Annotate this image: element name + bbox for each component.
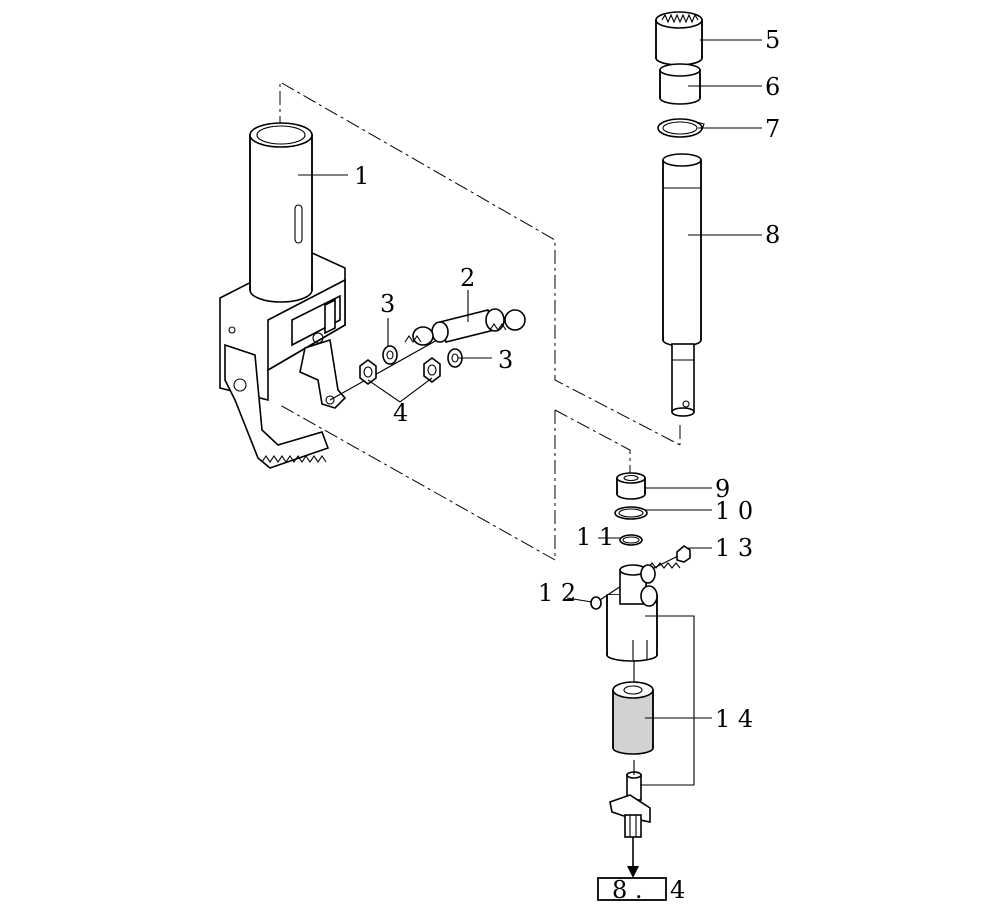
callout-8: 8 [765, 221, 780, 249]
part-13-bolt [645, 544, 691, 573]
callout-11: 1 1 [576, 523, 614, 551]
reference-box: 8 . 4 [597, 876, 685, 904]
reference-page-number: 4 [670, 876, 685, 904]
callout-2: 2 [460, 264, 475, 292]
callout-9: 9 [715, 475, 730, 503]
callout-7: 7 [765, 115, 780, 143]
callout-labels: 1 2 3 3 4 5 6 7 8 9 1 0 1 1 1 2 1 3 1 4 [354, 26, 780, 733]
callout-3-lower: 3 [498, 346, 513, 374]
callout-3-upper: 3 [380, 290, 395, 318]
part-11-ring [619, 534, 643, 546]
part-8-shaft [662, 153, 702, 417]
part-9-collar [616, 472, 646, 500]
part-5-knob [655, 11, 703, 66]
leader-lines [298, 39, 762, 786]
callout-13: 1 3 [715, 534, 753, 562]
callout-5: 5 [765, 26, 780, 54]
callout-1: 1 [354, 162, 369, 190]
part-14-coupling [606, 564, 658, 838]
part-6-bushing [659, 63, 701, 105]
assembly-guide-lines [279, 81, 681, 590]
part-4-nuts [359, 357, 441, 385]
callout-12: 1 2 [538, 579, 576, 607]
reference-box-text: 8 . [612, 876, 643, 904]
part-2-ball-joint-rod [329, 308, 526, 401]
part-10-ring [614, 506, 648, 520]
callout-14: 1 4 [715, 705, 753, 733]
callout-6: 6 [765, 73, 780, 101]
part-1-frame-tube [219, 122, 347, 469]
callout-10: 1 0 [715, 497, 753, 525]
part-7-snap-ring [657, 118, 705, 138]
part-3-washers [382, 345, 463, 368]
callout-4: 4 [393, 399, 408, 427]
reference-arrow [627, 837, 639, 878]
